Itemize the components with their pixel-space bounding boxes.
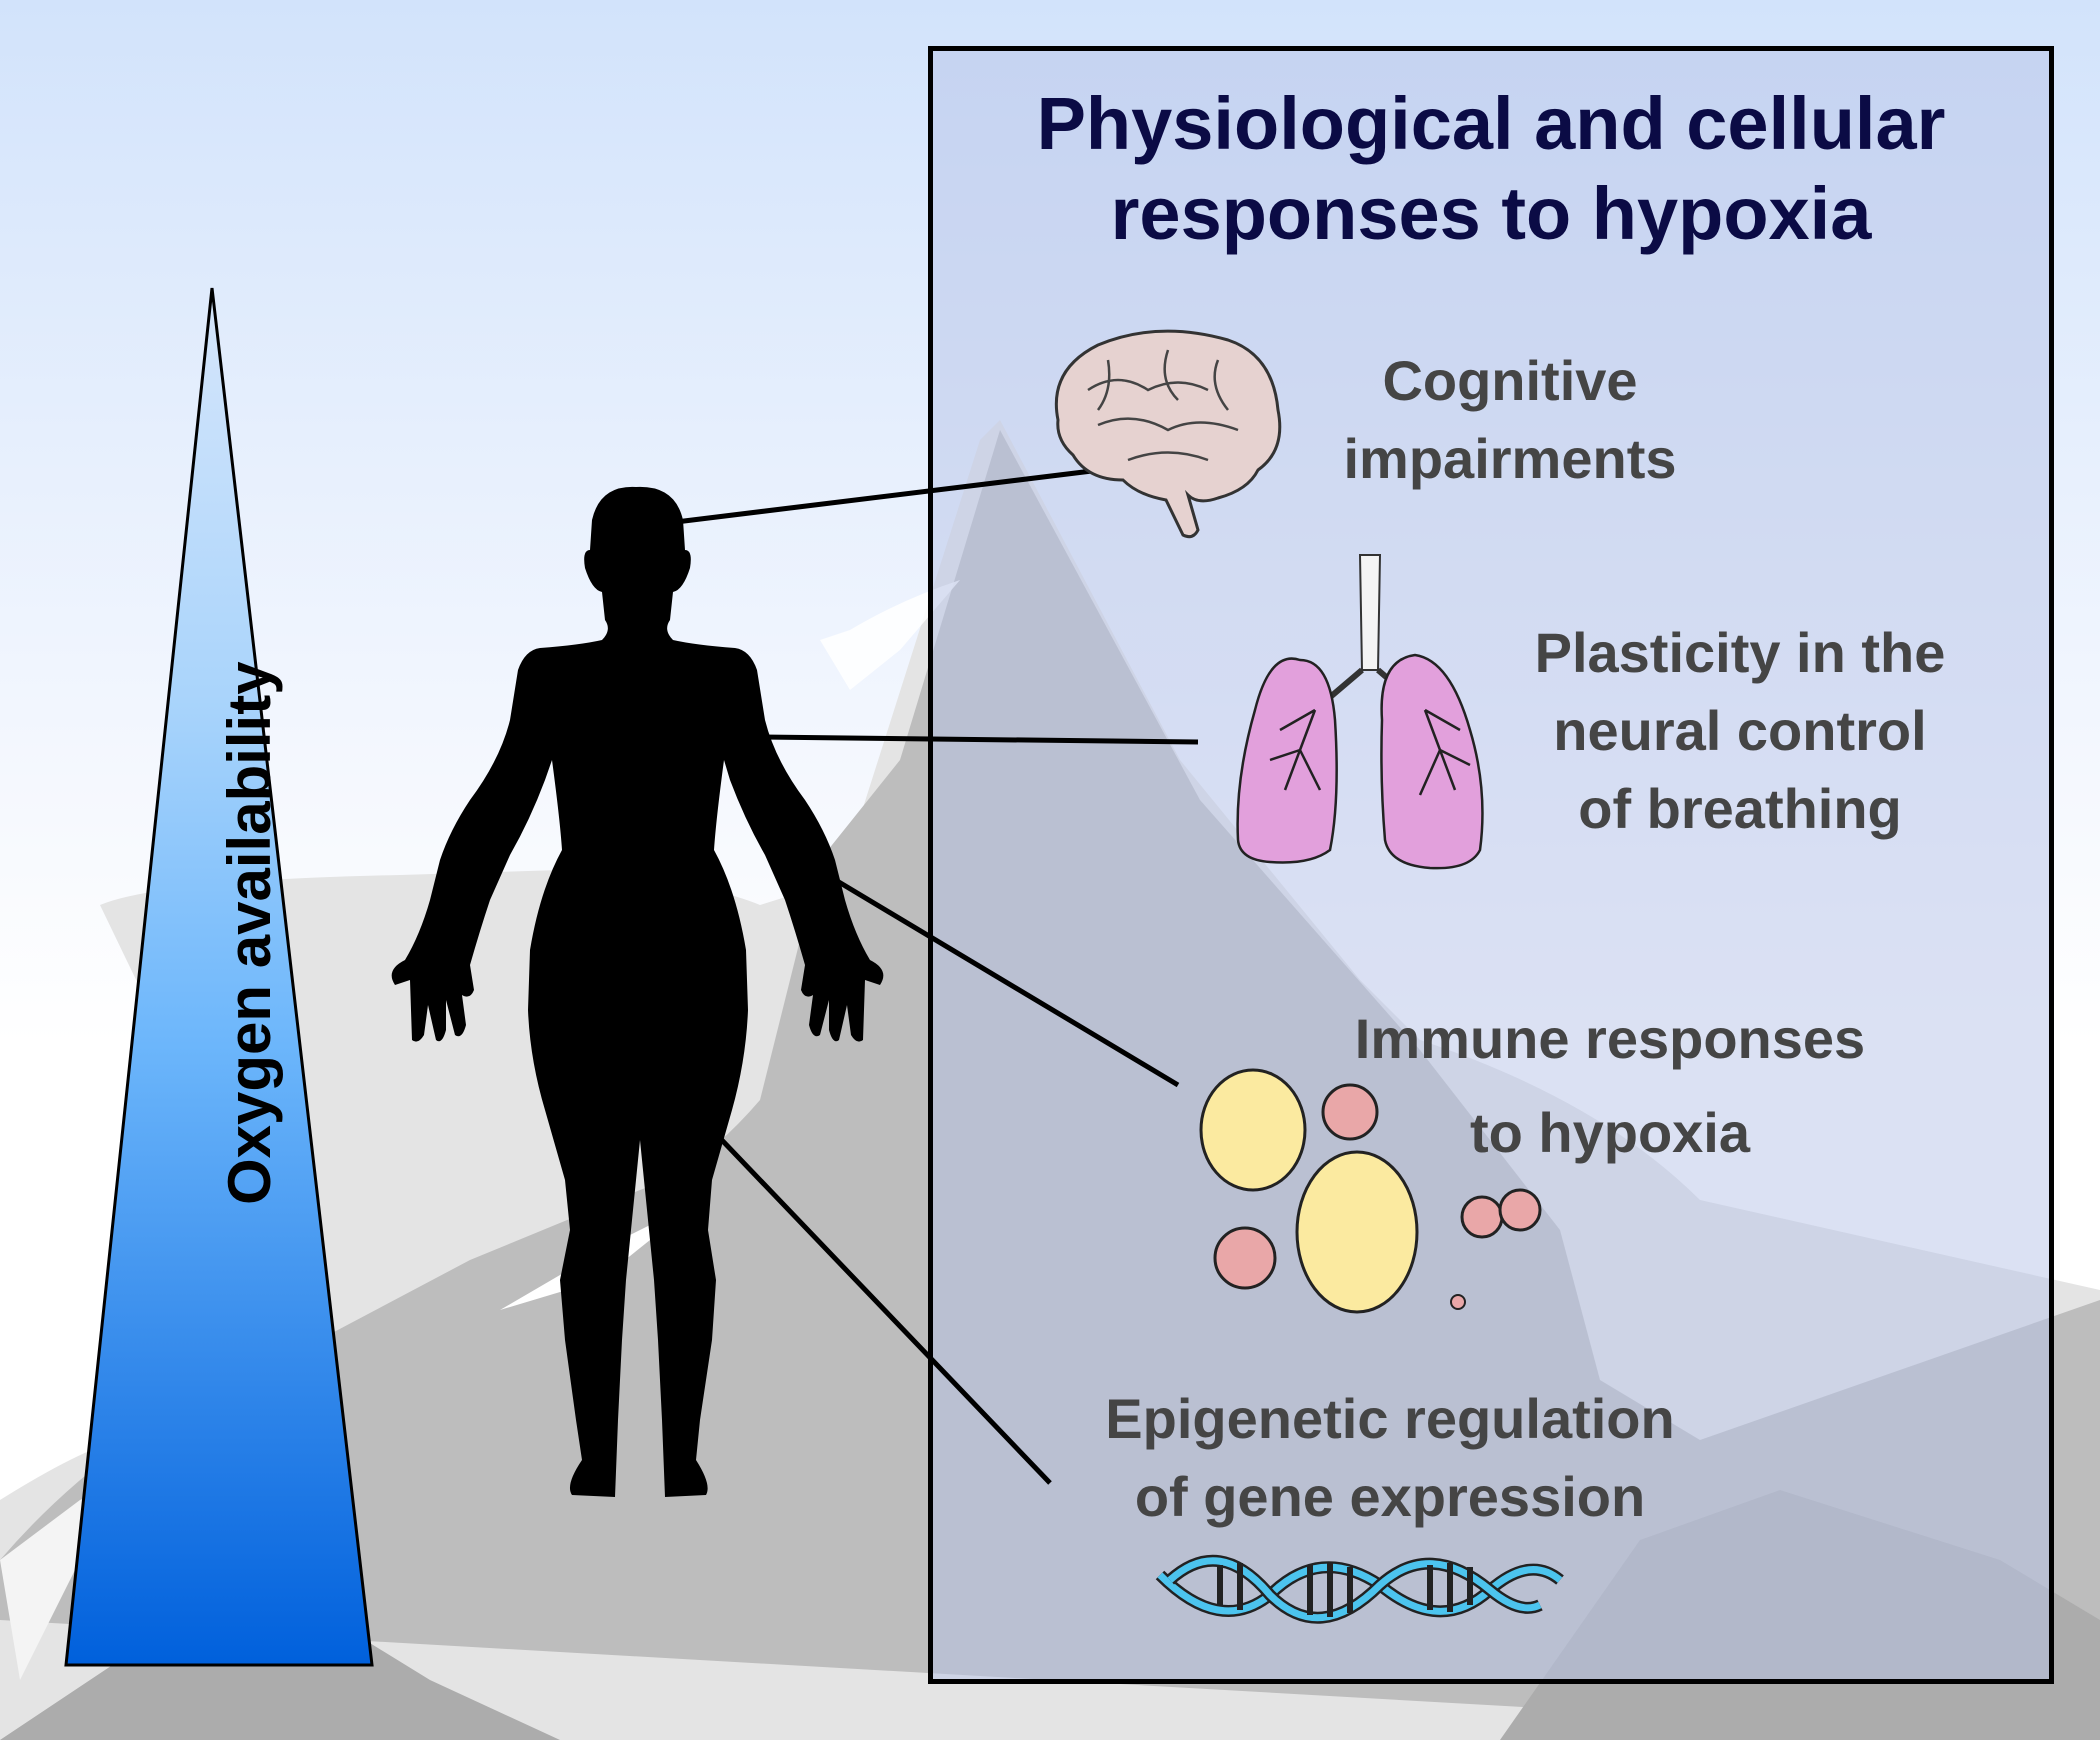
panel-title: Physiological and cellular responses to … (928, 76, 2054, 262)
label-line: Immune responses (1354, 1007, 1866, 1070)
label-cognitive-impairments: Cognitive impairments (1300, 342, 1720, 498)
label-immune-responses: Immune responses to hypoxia (1310, 1000, 1910, 1172)
label-line: Cognitive (1382, 349, 1638, 412)
oxygen-availability-label: Oxygen availability (216, 661, 283, 1205)
label-line: Epigenetic regulation (1105, 1387, 1675, 1450)
title-line-2: responses to hypoxia (1110, 172, 1872, 255)
label-line: of gene expression (1134, 1465, 1646, 1528)
label-line: Plasticity in the (1534, 621, 1946, 684)
label-line: neural control (1553, 699, 1927, 762)
title-line-1: Physiological and cellular (1036, 82, 1946, 165)
label-line: of breathing (1578, 777, 1902, 840)
label-breathing-plasticity: Plasticity in the neural control of brea… (1480, 614, 2000, 848)
snow-patch-3 (0, 1460, 180, 1680)
label-epigenetic-regulation: Epigenetic regulation of gene expression (1040, 1380, 1740, 1536)
lower-rock (0, 1600, 560, 1740)
label-line: impairments (1343, 427, 1677, 490)
label-line: to hypoxia (1469, 1101, 1751, 1164)
